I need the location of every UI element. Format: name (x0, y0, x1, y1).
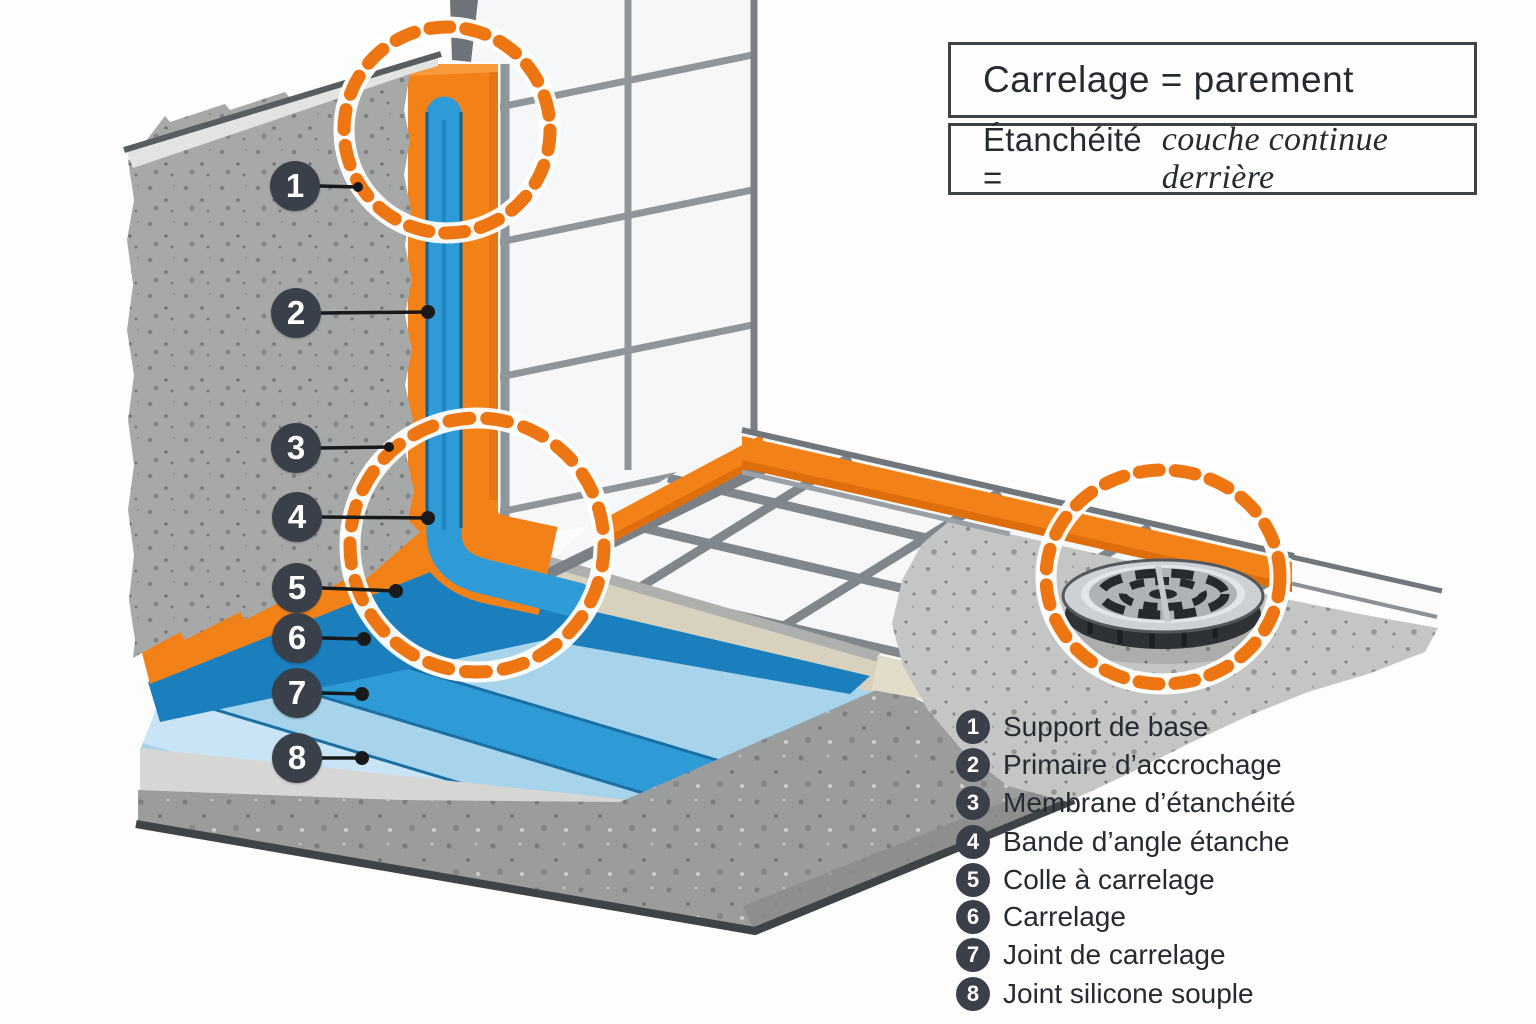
legend-num-3: 3 (956, 786, 990, 820)
callout-1-badge: 1 (270, 161, 320, 211)
legend-label-4: Bande d’angle étanche (1003, 826, 1290, 857)
legend-num-8: 8 (956, 977, 990, 1011)
highlight-circle-drain (1035, 459, 1291, 695)
membrane-channel (426, 96, 595, 618)
legend-label-6: Carrelage (1003, 901, 1126, 932)
legend-label-5: Colle à carrelage (1003, 864, 1215, 895)
info-box-waterproofing-italic: couche continue derrière (1161, 121, 1389, 196)
callout-6-badge: 6 (272, 613, 322, 663)
legend-item: 1 Support de base (956, 709, 1209, 745)
legend-item: 4 Bande d’angle étanche (956, 824, 1289, 860)
floor-drain-icon (1059, 558, 1267, 664)
info-box-waterproofing-prefix: Étanchéité = (983, 121, 1142, 196)
legend-num-1: 1 (956, 710, 990, 744)
legend-label-2: Primaire d’accrochage (1003, 749, 1282, 780)
legend-num-2: 2 (956, 748, 990, 782)
info-box-tiling-text: Carrelage = parement (983, 59, 1354, 100)
highlight-circle-top (333, 16, 561, 244)
skirting-band-left (537, 434, 771, 583)
callout-5-badge: 5 (272, 563, 322, 613)
callout-2-badge: 2 (271, 288, 321, 338)
legend-label-1: Support de base (1003, 711, 1209, 742)
plinth-strip (1288, 554, 1443, 619)
legend-label-3: Membrane d’étanchéité (1003, 787, 1296, 818)
tiled-wall (450, 0, 758, 546)
callout-7-badge: 7 (272, 668, 322, 718)
callout-8-badge: 8 (272, 733, 322, 783)
legend-num-6: 6 (956, 900, 990, 934)
legend-num-7: 7 (956, 938, 990, 972)
legend-item: 8 Joint silicone souple (956, 976, 1254, 1012)
legend-num-5: 5 (956, 863, 990, 897)
legend-item: 6 Carrelage (956, 899, 1126, 935)
legend-label-8: Joint silicone souple (1003, 978, 1254, 1009)
floor-membrane-band (148, 572, 870, 722)
callout-4-badge: 4 (272, 492, 322, 542)
legend-item: 7 Joint de carrelage (956, 937, 1226, 973)
callout-3-badge: 3 (271, 423, 321, 473)
legend-num-4: 4 (956, 825, 990, 859)
legend-label-7: Joint de carrelage (1003, 939, 1226, 970)
legend-item: 2 Primaire d’accrochage (956, 747, 1282, 783)
highlight-circle-corner (339, 407, 615, 683)
concrete-cutaway (892, 522, 1438, 802)
floor-cross-section (135, 534, 1076, 935)
leader-lines (319, 182, 435, 765)
legend-item: 5 Colle à carrelage (956, 862, 1215, 898)
info-box-tiling: Carrelage = parement (948, 42, 1477, 118)
legend-item: 3 Membrane d’étanchéité (956, 785, 1296, 821)
corner-trim (408, 64, 595, 618)
info-box-waterproofing: Étanchéité = couche continue derrière (948, 121, 1477, 196)
slab-layer (135, 684, 1076, 935)
